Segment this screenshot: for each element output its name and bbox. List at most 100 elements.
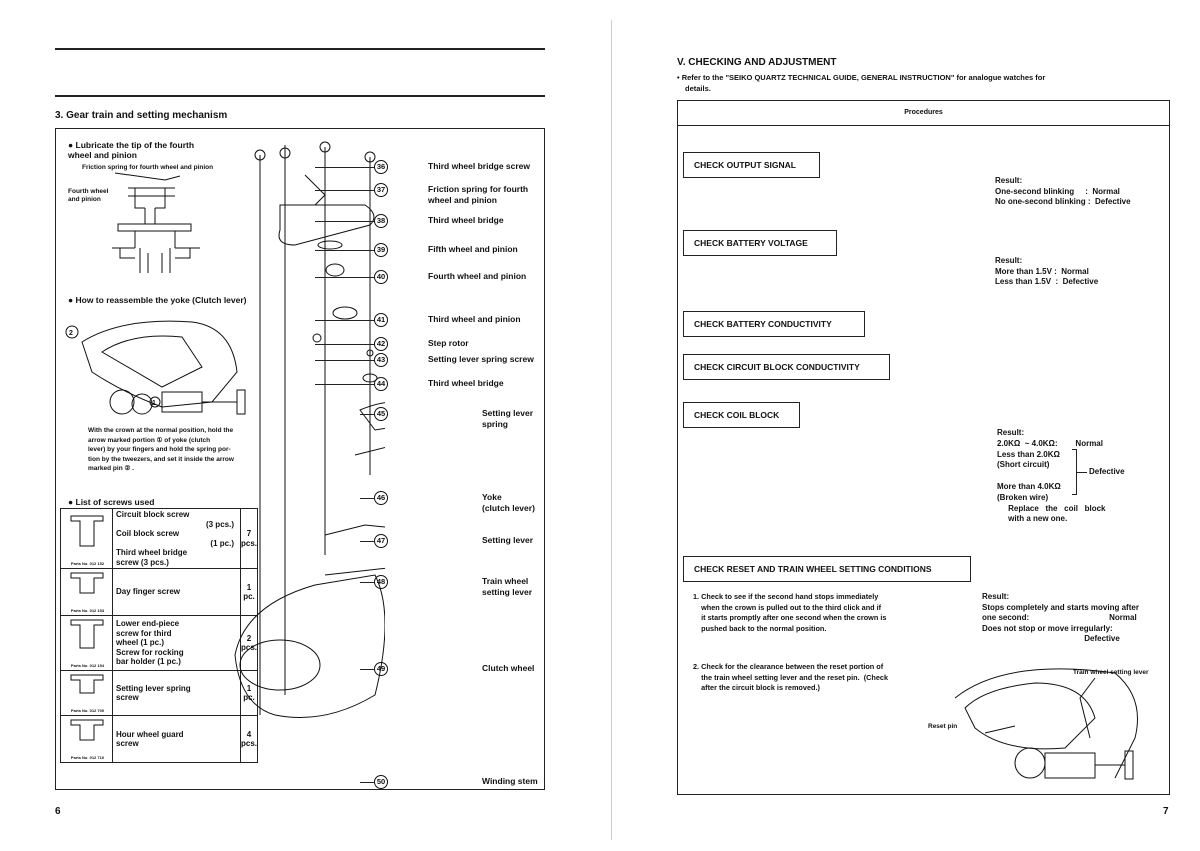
leader-line <box>360 782 374 783</box>
leader-line <box>315 221 374 222</box>
leader-line <box>315 344 374 345</box>
screw-desc-line: screw for third <box>116 628 172 638</box>
screw-icon-cell: Parts No. 012 154 <box>60 615 113 671</box>
qty: 1 <box>246 683 252 693</box>
instruction-line: lever) by your fingers and hold the spri… <box>88 446 231 453</box>
top-rule-2 <box>55 95 545 97</box>
part-number: Parts No. 012 700 <box>70 707 105 713</box>
leader-line <box>360 414 374 415</box>
leader-line <box>315 384 374 385</box>
friction-spring-caption: Friction spring for fourth wheel and pin… <box>82 164 214 171</box>
fourth-wheel-caption: Fourth wheel and pinion <box>68 188 109 203</box>
screw-desc-line: wheel (1 pc.) <box>116 638 165 648</box>
screw-desc-line: Setting lever spring <box>116 683 191 693</box>
part-number-circle: 38 <box>374 214 388 228</box>
part-number: Parts No. 012 152 <box>70 560 105 566</box>
screw-desc-line: Screw for rocking <box>116 647 184 657</box>
screw-desc-line: Circuit block screw <box>116 510 190 519</box>
part-number-circle: 41 <box>374 313 388 327</box>
reference-note: • Refer to the "SEIKO QUARTZ TECHNICAL G… <box>677 72 1045 94</box>
reference-line: details. <box>685 84 711 93</box>
qty-unit: pc. <box>243 592 255 601</box>
leader-line <box>360 541 374 542</box>
qty-unit: pcs. <box>240 538 257 548</box>
part-label: Setting lever spring screw <box>428 354 534 364</box>
screw-desc-line: (1 pc.) <box>210 538 234 548</box>
screws-heading: ● List of screws used <box>68 497 155 507</box>
reset-pin-diagram <box>954 668 1138 780</box>
part-label: Third wheel bridge <box>428 215 504 225</box>
screw-icon-cell: Parts No. 012 710 <box>60 715 113 763</box>
screw-icon-cell: Parts No. 012 153 <box>60 568 113 616</box>
defective-bracket <box>1072 449 1077 495</box>
part-label: Third wheel bridge <box>428 378 504 388</box>
qty-unit: pcs. <box>240 739 257 748</box>
screw-icon <box>70 619 103 649</box>
yoke-heading-text: How to reassemble the yoke (Clutch lever… <box>75 295 247 305</box>
part-label: Setting lever <box>482 535 534 545</box>
part-number-circle: 43 <box>374 353 388 367</box>
part-number-circle: 50 <box>374 775 388 789</box>
check-battery-conductivity: CHECK BATTERY CONDUCTIVITY <box>683 311 865 337</box>
procedures-table <box>677 100 1170 795</box>
part-number-circle: 36 <box>374 160 388 174</box>
screw-desc-line: Coil block screw <box>116 529 180 538</box>
leader-line <box>315 190 374 191</box>
svg-text:2: 2 <box>69 330 73 337</box>
screw-icon <box>70 719 103 741</box>
leader-line <box>315 320 374 321</box>
screw-icon-cell: Parts No. 012 700 <box>60 670 113 716</box>
section-box <box>55 128 545 790</box>
qty: 4 <box>246 729 252 739</box>
yoke-diagram: 2 1 <box>65 320 246 415</box>
screw-desc-line: Lower end-piece <box>116 619 180 629</box>
reference-line: • Refer to the "SEIKO QUARTZ TECHNICAL G… <box>677 73 1046 82</box>
coil-defective: Defective <box>1089 467 1125 476</box>
check-battery-voltage: CHECK BATTERY VOLTAGE <box>683 230 837 256</box>
part-number: Parts No. 012 153 <box>70 607 105 613</box>
screw-desc-line: screw <box>116 739 139 748</box>
step-2: 2. Check for the clearance between the r… <box>693 662 889 692</box>
screw-desc-line: (3 pcs.) <box>205 519 234 529</box>
part-label: Third wheel bridge screw <box>428 161 531 171</box>
section-title: 3. Gear train and setting mechanism <box>55 110 228 121</box>
leader-line <box>315 167 374 168</box>
leader-line <box>360 498 374 499</box>
check-circuit-block-conductivity: CHECK CIRCUIT BLOCK CONDUCTIVITY <box>683 354 890 380</box>
part-number-circle: 47 <box>374 534 388 548</box>
leader-line <box>315 360 374 361</box>
page-number-right: 7 <box>1163 806 1169 817</box>
output-signal-result: Result: One-second blinking : Normal No … <box>995 176 1131 206</box>
screw-desc-line: Hour wheel guard <box>116 729 184 739</box>
part-number-circle: 40 <box>374 270 388 284</box>
lubricate-text: Lubricate the tip of the fourth wheel an… <box>68 140 195 160</box>
screw-icon <box>70 674 103 694</box>
screw-description: Day finger screw <box>112 568 241 616</box>
top-rule <box>55 48 545 50</box>
screw-desc-line: Third wheel bridge <box>116 548 188 557</box>
part-label: Fifth wheel and pinion <box>428 244 518 254</box>
screw-desc-line: screw (3 pcs.) <box>116 557 169 567</box>
check-coil-block: CHECK COIL BLOCK <box>683 402 800 428</box>
battery-voltage-result: Result: More than 1.5V : Normal Less tha… <box>995 256 1099 286</box>
part-label: Setting lever spring <box>482 408 534 429</box>
leader-line <box>360 582 374 583</box>
fourth-wheel-diagram <box>112 172 200 273</box>
screw-row: Parts No. 012 152 Circuit block screw (3 p… <box>60 508 259 569</box>
part-label: Fourth wheel and pinion <box>428 271 527 281</box>
reset-result: Result: Stops completely and starts movi… <box>982 592 1139 643</box>
part-label: Train wheel setting lever <box>482 576 533 597</box>
part-number-circle: 49 <box>374 662 388 676</box>
screw-desc-line: bar holder (1 pc.) <box>116 657 181 667</box>
qty: 2 <box>246 633 252 643</box>
check-output-signal: CHECK OUTPUT SIGNAL <box>683 152 820 178</box>
yoke-instructions: With the crown at the normal position, h… <box>88 426 234 474</box>
